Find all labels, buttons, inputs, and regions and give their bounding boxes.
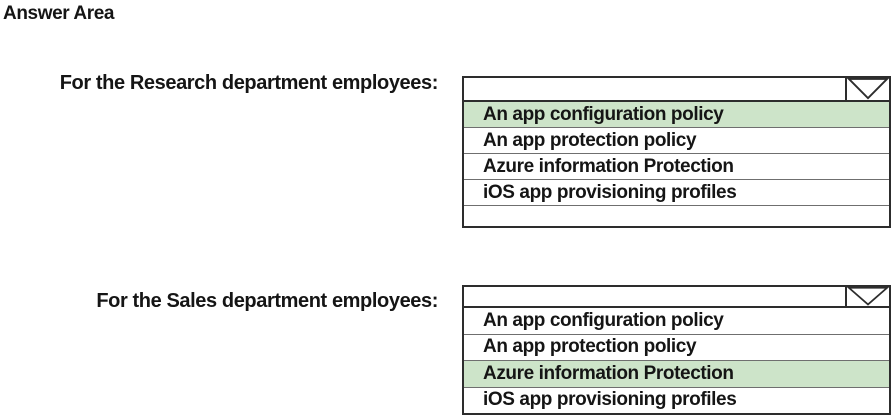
option-an-app-configuration-policy[interactable]: An app configuration policy [464,308,889,335]
option-label: An app configuration policy [483,309,724,331]
option-label: An app protection policy [483,336,697,358]
research-question-label: For the Research department employees: [59,72,439,94]
option-ios-app-provisioning-profiles[interactable]: iOS app provisioning profiles [464,180,889,206]
option-label: iOS app provisioning profiles [483,389,737,411]
research-dropdown[interactable]: An app configuration policy An app prote… [462,76,891,228]
chevron-down-icon [847,287,889,306]
option-azure-information-protection[interactable]: Azure information Protection [464,361,889,388]
option-label: iOS app provisioning profiles [483,181,737,203]
dropdown-selected-row[interactable] [464,287,889,308]
option-an-app-configuration-policy[interactable]: An app configuration policy [464,102,889,128]
dropdown-arrow-button[interactable] [845,287,889,306]
dropdown-arrow-button[interactable] [845,78,889,100]
page-title: Answer Area [3,3,115,24]
chevron-down-icon [847,78,889,100]
option-label: An app protection policy [483,129,697,151]
option-label: Azure information Protection [483,155,734,177]
option-ios-app-provisioning-profiles[interactable]: iOS app provisioning profiles [464,387,889,413]
sales-dropdown[interactable]: An app configuration policy An app prote… [462,285,891,415]
option-label: An app configuration policy [483,103,724,125]
option-azure-information-protection[interactable]: Azure information Protection [464,154,889,180]
option-an-app-protection-policy[interactable]: An app protection policy [464,334,889,361]
dropdown-selected-row[interactable] [464,78,889,102]
option-label: Azure information Protection [483,362,734,384]
option-an-app-protection-policy[interactable]: An app protection policy [464,128,889,154]
listbox-empty-space [464,206,889,226]
sales-question-label: For the Sales department employees: [96,290,438,312]
